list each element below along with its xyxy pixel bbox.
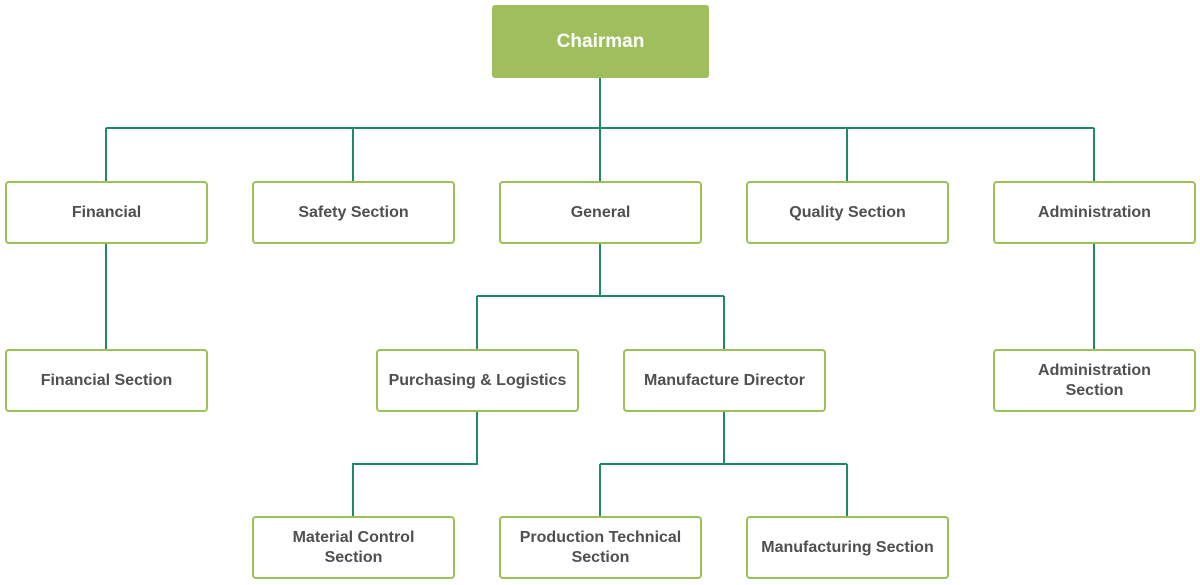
administration-section-node: Administration Section bbox=[993, 349, 1196, 412]
purchasing-logistics-node: Purchasing & Logistics bbox=[376, 349, 579, 412]
chairman-node: Chairman bbox=[492, 5, 709, 78]
safety-section-label: Safety Section bbox=[298, 203, 409, 221]
administration-section-label: Administration Section bbox=[1038, 361, 1151, 399]
material-control-section-label: Material Control Section bbox=[292, 528, 415, 566]
quality-section-label: Quality Section bbox=[789, 203, 906, 221]
financial-label: Financial bbox=[71, 203, 142, 221]
connector-manufacture-children bbox=[599, 411, 848, 516]
manufacture-director-label: Manufacture Director bbox=[644, 371, 805, 389]
connector-general-children bbox=[476, 243, 725, 349]
financial-node: Financial bbox=[5, 181, 208, 244]
quality-section-node: Quality Section bbox=[746, 181, 949, 244]
general-label: General bbox=[570, 203, 631, 221]
administration-node: Administration bbox=[993, 181, 1196, 244]
purchasing-logistics-label: Purchasing & Logistics bbox=[388, 371, 567, 389]
financial-section-node: Financial Section bbox=[5, 349, 208, 412]
chairman-label: Chairman bbox=[556, 30, 645, 52]
manufacturing-section-label: Manufacturing Section bbox=[761, 538, 934, 556]
material-control-section-node: Material Control Section bbox=[252, 516, 455, 579]
connector-material-control bbox=[352, 411, 478, 516]
production-technical-section-node: Production Technical Section bbox=[499, 516, 702, 579]
financial-section-label: Financial Section bbox=[40, 371, 173, 389]
administration-label: Administration bbox=[1038, 203, 1151, 221]
safety-section-node: Safety Section bbox=[252, 181, 455, 244]
general-node: General bbox=[499, 181, 702, 244]
production-technical-section-label: Production Technical Section bbox=[519, 528, 682, 566]
manufacturing-section-node: Manufacturing Section bbox=[746, 516, 949, 579]
manufacture-director-node: Manufacture Director bbox=[623, 349, 826, 412]
